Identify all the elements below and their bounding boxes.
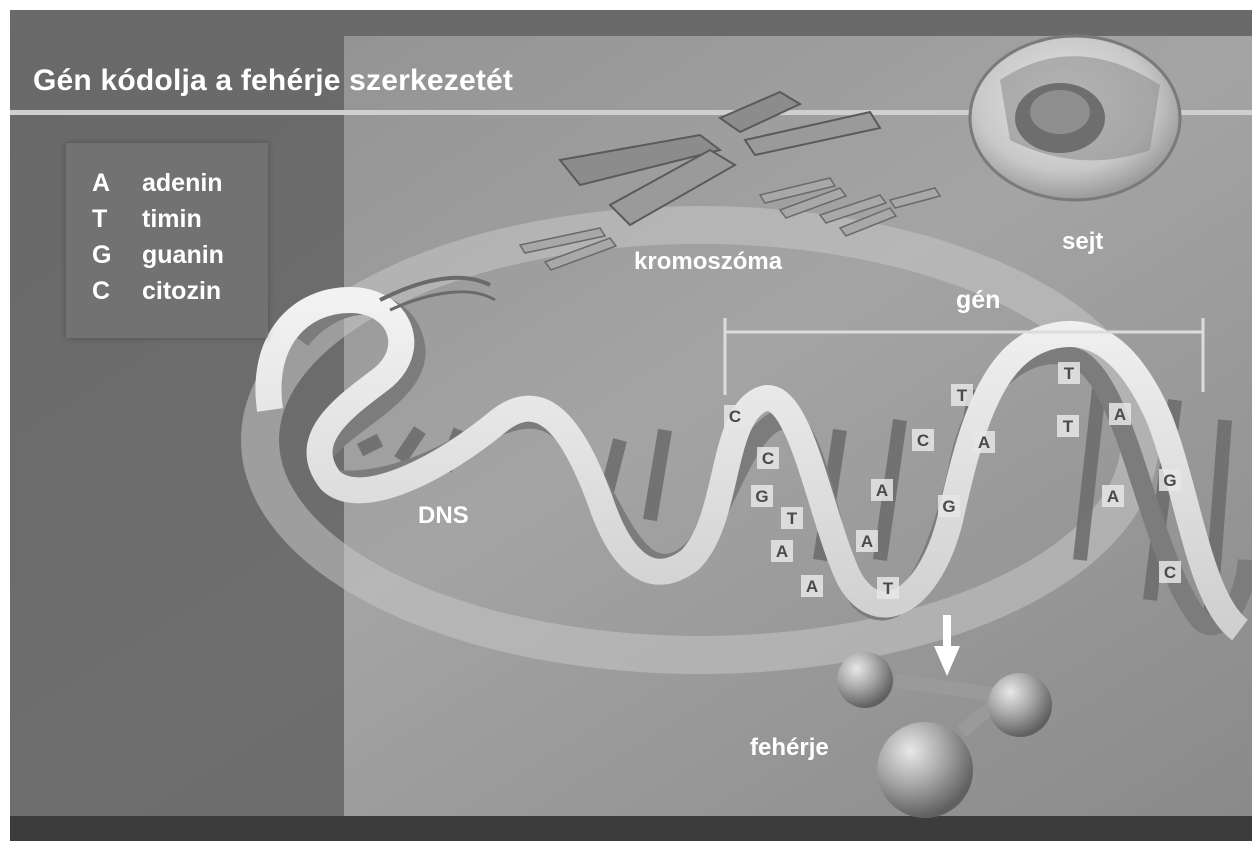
- base-letter: A: [861, 532, 873, 551]
- label-dna: DNS: [418, 502, 469, 530]
- legend-name: adenin: [142, 169, 223, 197]
- base-letter: C: [917, 431, 929, 450]
- label-chromosome: kromoszóma: [634, 248, 782, 276]
- diagram-title: Gén kódolja a fehérje szerkezetét: [33, 64, 513, 98]
- legend-name: guanin: [142, 241, 224, 269]
- base-letter: G: [1163, 471, 1176, 490]
- legend-name: timin: [142, 205, 202, 233]
- base-letter: C: [729, 407, 741, 426]
- base-letter: A: [1114, 405, 1126, 424]
- base-letter: C: [1164, 563, 1176, 582]
- base-letter: T: [787, 509, 798, 528]
- base-letter: T: [1064, 364, 1075, 383]
- base-letter: A: [776, 542, 788, 561]
- legend-letter: T: [92, 205, 142, 234]
- base-letter: A: [876, 481, 888, 500]
- label-gene: gén: [956, 286, 1000, 315]
- base-letter: T: [957, 386, 968, 405]
- base-letter: C: [762, 449, 774, 468]
- base-letter: T: [1063, 417, 1074, 436]
- legend-letter: A: [92, 169, 142, 198]
- base-letter: A: [806, 577, 818, 596]
- label-cell: sejt: [1062, 228, 1103, 256]
- base-letter: A: [1107, 487, 1119, 506]
- base-letter: T: [883, 579, 894, 598]
- legend-letter: G: [92, 241, 142, 270]
- bottom-frame-bar: [10, 816, 1252, 841]
- base-letter: A: [978, 433, 990, 452]
- cell-illustration: [970, 36, 1180, 200]
- base-letter: G: [942, 497, 955, 516]
- top-frame-bar: [10, 10, 1252, 36]
- legend-name: citozin: [142, 277, 221, 305]
- base-letter: G: [755, 487, 768, 506]
- label-protein: fehérje: [750, 734, 829, 762]
- legend-letter: C: [92, 277, 142, 306]
